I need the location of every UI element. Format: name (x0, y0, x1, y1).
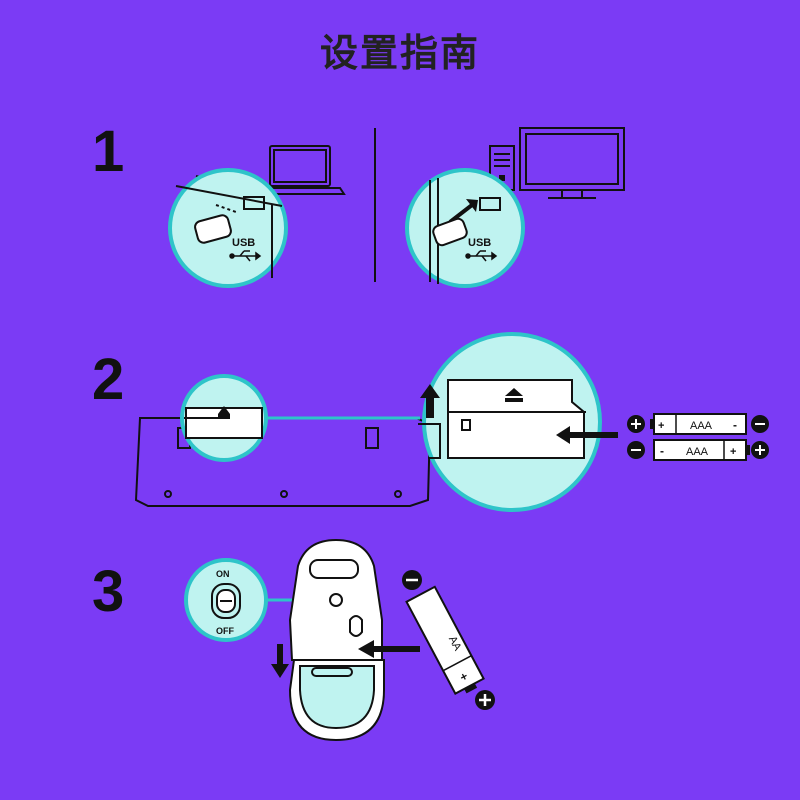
page-title: 设置指南 (319, 31, 480, 75)
usb-desktop-detail: USB (405, 168, 525, 288)
switch-off-label: OFF (216, 626, 234, 636)
step-1-illustration: USB (168, 127, 625, 288)
step-2-number: 2 (92, 347, 125, 412)
battery-aaa-label: AAA (686, 446, 709, 458)
plus-terminal-icon (475, 690, 495, 710)
usb-laptop-detail: USB (168, 168, 288, 288)
battery-cover-zoom-small (180, 374, 268, 462)
battery-aaa-label: AAA (690, 420, 713, 432)
switch-on-label: ON (216, 569, 230, 579)
battery-cover-zoom-large (418, 332, 618, 512)
mouse-bottom-icon (288, 538, 385, 742)
battery-plus-label: + (658, 420, 664, 432)
usb-receiver-icon (194, 214, 232, 244)
step-1-number: 1 (92, 119, 125, 184)
arrow-left-icon (556, 426, 618, 444)
arrow-left-icon (358, 640, 420, 658)
aa-battery: AA + (405, 585, 485, 696)
arrow-up-icon (420, 384, 440, 418)
keyboard-bottom-icon (134, 417, 432, 507)
usb-receiver-icon (432, 217, 468, 247)
usb-label: USB (232, 237, 255, 249)
usb-symbol-icon (465, 250, 498, 262)
battery-minus-label: - (733, 418, 737, 432)
step-3-number: 3 (92, 559, 125, 624)
arrow-down-icon (271, 644, 289, 678)
aaa-battery-bottom: - AAA + (627, 439, 769, 461)
battery-plus-label: + (730, 446, 736, 458)
arrow-up-right-icon (466, 199, 478, 212)
aaa-battery-top: + AAA - (627, 413, 769, 435)
usb-symbol-icon (229, 250, 262, 262)
usb-label: USB (468, 237, 491, 249)
minus-terminal-icon (402, 570, 422, 590)
battery-minus-label: - (660, 444, 664, 458)
monitor-icon (519, 127, 625, 199)
step-3-illustration: ON OFF (184, 538, 495, 742)
laptop-icon (256, 145, 346, 195)
eject-icon (505, 388, 523, 396)
power-switch-zoom: ON OFF (184, 558, 268, 642)
step-2-illustration: + AAA - - AAA + (134, 332, 769, 512)
